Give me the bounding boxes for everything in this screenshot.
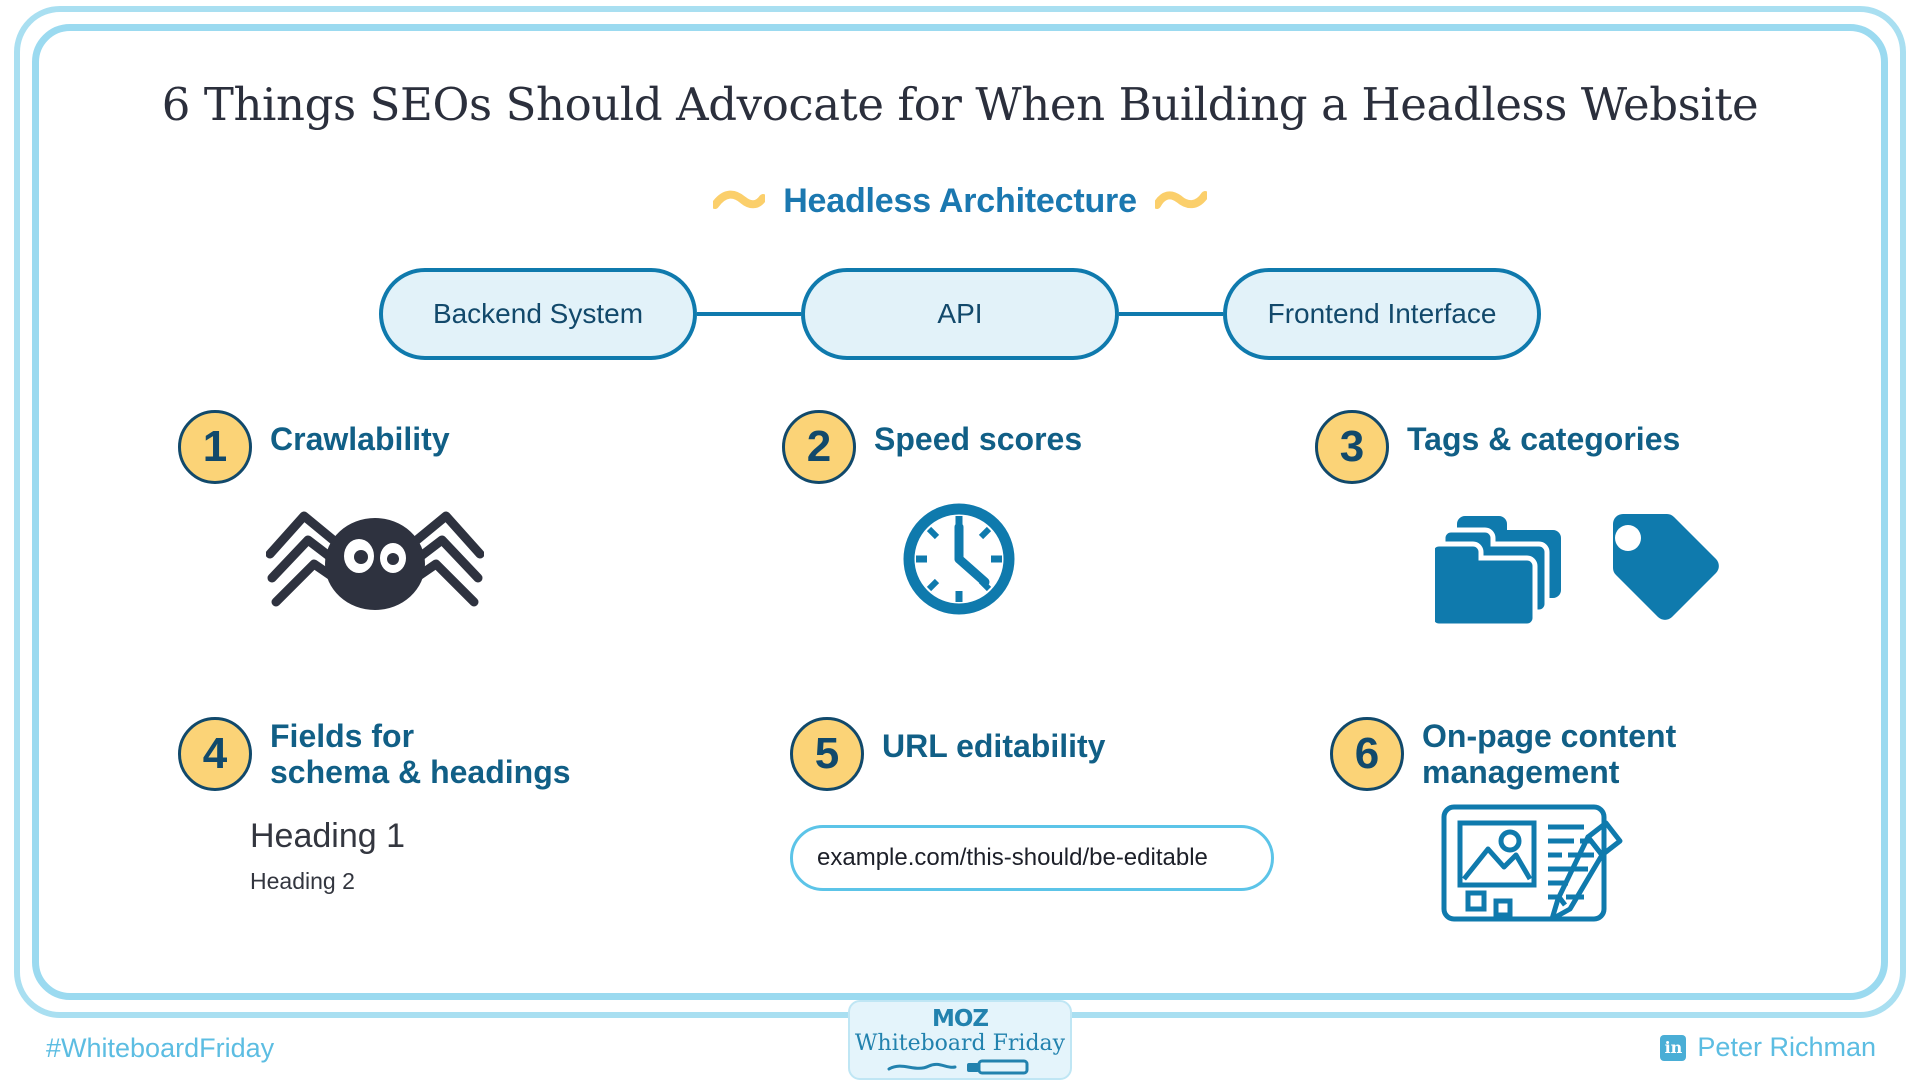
linkedin-icon[interactable]: in	[1660, 1034, 1687, 1061]
item-number-badge: 6	[1330, 717, 1404, 791]
folders-and-tag-icon	[1428, 514, 1719, 629]
item-label-line-1: On-page content	[1422, 718, 1677, 754]
item-label-line-2: schema & headings	[270, 753, 571, 790]
item-header: 1 Crawlability	[178, 410, 484, 484]
items-row-1: 1 Crawlability	[0, 410, 1920, 665]
item-header: 3 Tags & categories	[1315, 410, 1723, 484]
item-2-speed-scores: 2 Speed scores	[782, 410, 1082, 625]
item-number-badge: 5	[790, 717, 864, 791]
item-label: Fields for schema & headings	[270, 717, 571, 791]
spider-icon	[265, 511, 485, 610]
item-5-url-editability: 5 URL editability example.com/this-shoul…	[790, 717, 1274, 891]
architecture-heading-row: Headless Architecture	[0, 182, 1920, 221]
item-header: 5 URL editability	[790, 717, 1274, 791]
content-editor-icon-wrap	[1438, 801, 1676, 930]
url-input[interactable]: example.com/this-should/be-editable	[790, 825, 1274, 891]
architecture-heading-label: Headless Architecture	[783, 182, 1137, 220]
flow-node-frontend[interactable]: Frontend Interface	[1223, 268, 1541, 360]
item-label: URL editability	[882, 728, 1106, 764]
moz-whiteboard-friday-badge: MOZ Whiteboard Friday	[848, 1000, 1072, 1080]
content-editor-icon	[1441, 804, 1623, 922]
flow-node-backend[interactable]: Backend System	[379, 268, 697, 360]
item-6-onpage-content-management: 6 On-page content management	[1330, 717, 1676, 930]
item-label: On-page content management	[1422, 717, 1676, 791]
items-row-2: 4 Fields for schema & headings Heading 1…	[0, 717, 1920, 972]
author-name: Peter Richman	[1697, 1032, 1876, 1062]
frame-inner-border	[32, 24, 1888, 1000]
flow-node-api[interactable]: API	[801, 268, 1119, 360]
item-label: Crawlability	[270, 421, 450, 457]
marker-icon	[887, 1059, 1029, 1074]
item-number-badge: 4	[178, 717, 252, 791]
item-label-line-1: Fields for	[270, 718, 415, 754]
url-value: example.com/this-should/be-editable	[817, 844, 1208, 871]
author-credit[interactable]: in Peter Richman	[1660, 1032, 1876, 1063]
page-title: 6 Things SEOs Should Advocate for When B…	[161, 78, 1759, 131]
item-label: Speed scores	[874, 421, 1083, 457]
item-1-crawlability: 1 Crawlability	[178, 410, 485, 625]
clock-icon	[903, 503, 1015, 615]
item-4-fields-schema-headings: 4 Fields for schema & headings Heading 1…	[178, 717, 571, 895]
flow-node-label: Frontend Interface	[1267, 298, 1497, 329]
item-3-tags-categories: 3 Tags & categories	[1315, 410, 1723, 629]
item-number-badge: 3	[1315, 410, 1389, 484]
item-number-badge: 1	[178, 410, 252, 484]
squiggle-icon	[1154, 190, 1207, 209]
clock-icon-wrap	[898, 498, 1082, 625]
hashtag-label: #WhiteboardFriday	[46, 1033, 275, 1063]
item-header: 4 Fields for schema & headings	[178, 717, 571, 791]
folders-and-tag-icon-wrap	[1428, 498, 1723, 629]
items-grid: 1 Crawlability	[0, 410, 1920, 972]
item-header: 2 Speed scores	[782, 410, 1082, 484]
squiggle-icon	[713, 190, 766, 209]
spider-icon-wrap	[265, 498, 485, 625]
moz-wordmark: MOZ	[931, 1005, 989, 1032]
flow-connector	[1119, 312, 1223, 316]
flow-connector	[697, 312, 801, 316]
architecture-flow: Backend System API Frontend Interface	[0, 268, 1920, 360]
flow-node-label: API	[937, 298, 983, 329]
sample-heading-2: Heading 2	[250, 868, 355, 894]
item-label: Tags & categories	[1407, 421, 1681, 457]
item-number-badge: 2	[782, 410, 856, 484]
flow-node-label: Backend System	[432, 298, 644, 329]
item-header: 6 On-page content management	[1330, 717, 1676, 791]
sample-heading-1: Heading 1	[250, 817, 406, 855]
item-label-line-2: management	[1422, 753, 1620, 790]
moz-series-label: Whiteboard Friday	[854, 1030, 1066, 1056]
